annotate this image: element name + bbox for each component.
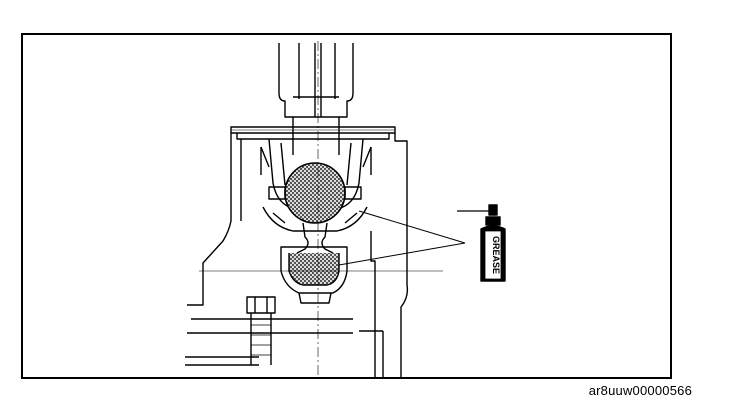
ball-seat — [262, 186, 368, 232]
lever-shaft — [278, 43, 354, 155]
figure-frame: GREASE — [21, 33, 672, 379]
top-flange — [230, 126, 396, 140]
grease-canister-icon: GREASE — [457, 204, 506, 282]
shift-lever-cross-section-diagram: GREASE — [185, 41, 506, 377]
figure-code: ar8uuw00000566 — [588, 383, 692, 398]
housing-left — [185, 133, 353, 366]
lower-socket — [280, 246, 348, 304]
housing-right — [359, 133, 409, 377]
ball-joint — [284, 162, 346, 224]
grease-leader-lines — [338, 210, 466, 266]
lever-neck — [296, 222, 334, 254]
grease-label: GREASE — [491, 236, 501, 274]
bolt — [246, 296, 276, 365]
